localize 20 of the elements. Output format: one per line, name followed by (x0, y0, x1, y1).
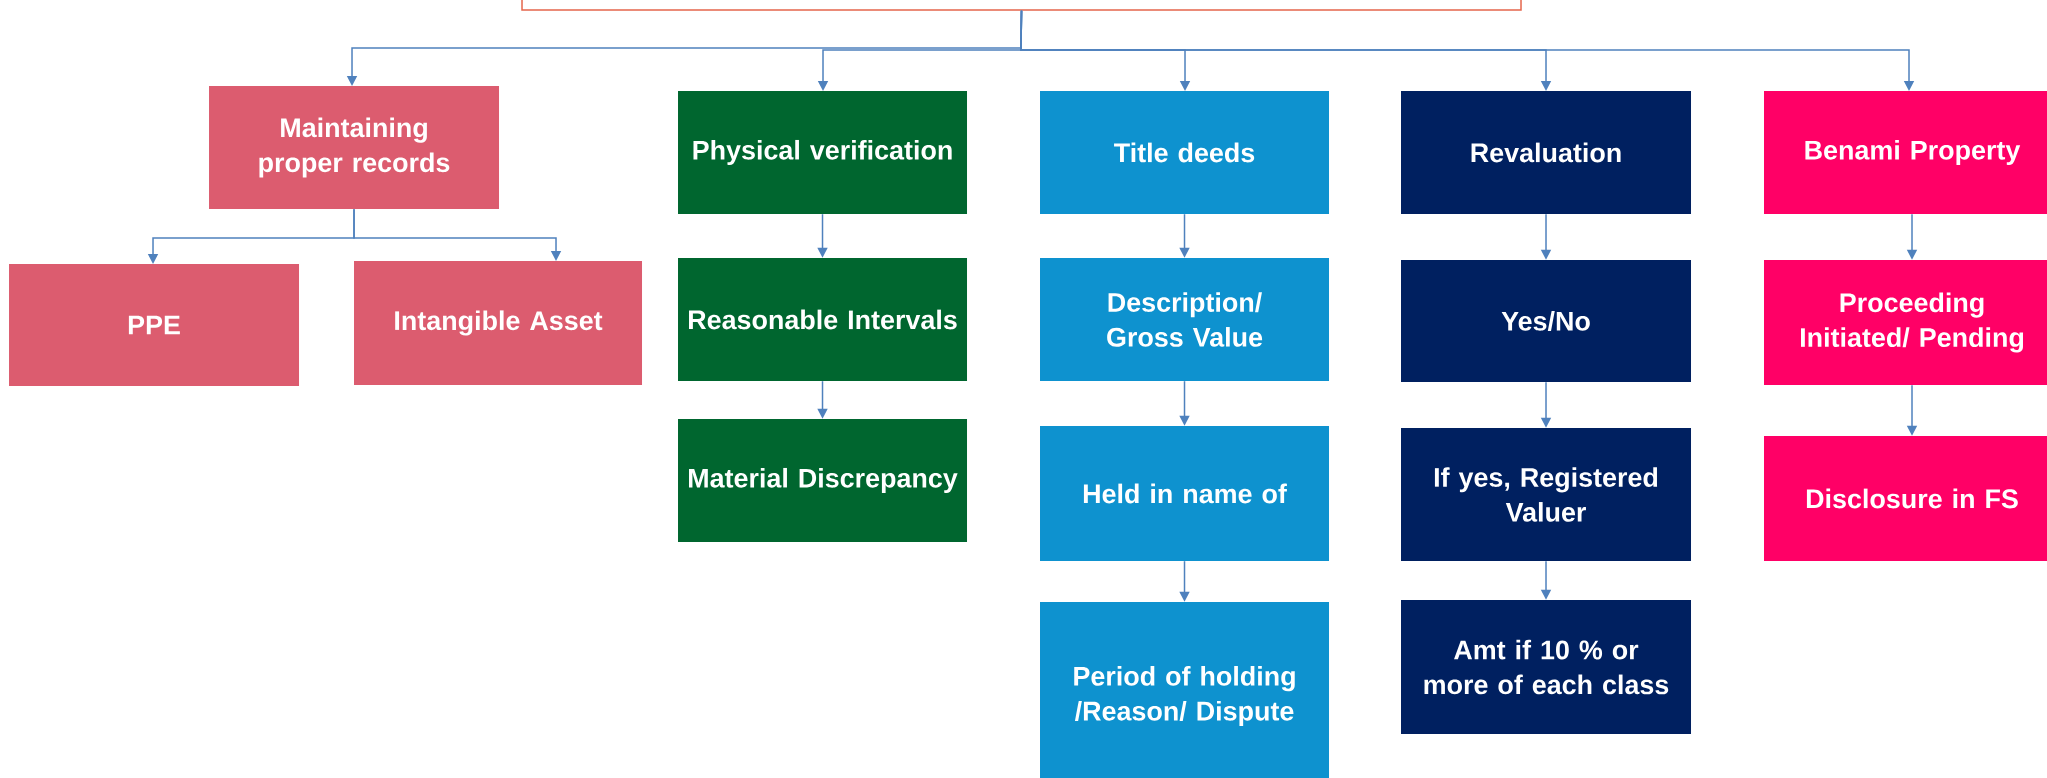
process-box: Period of holding /Reason/ Dispute (1040, 602, 1329, 778)
process-box: Material Discrepancy (678, 419, 967, 542)
process-box: If yes, Registered Valuer (1401, 428, 1691, 561)
arrow (353, 208, 562, 261)
process-box: Revaluation (1401, 91, 1691, 214)
process-box: Title deeds (1040, 91, 1329, 214)
process-box: Disclosure in FS (1764, 436, 2047, 561)
process-box: Held in name of (1040, 426, 1329, 561)
process-box: Amt if 10 % or more of each class (1401, 600, 1691, 734)
process-box: PPE (9, 264, 299, 386)
process-box: Description/ Gross Value (1040, 258, 1329, 381)
process-box: Yes/No (1401, 260, 1691, 382)
process-box: Benami Property (1764, 91, 2047, 214)
process-box: Physical verification (678, 91, 967, 214)
process-box: Maintaining proper records (209, 86, 499, 209)
process-box: Proceeding Initiated/ Pending (1764, 260, 2047, 385)
process-box: Intangible Asset (354, 261, 642, 385)
process-box: Reasonable Intervals (678, 258, 967, 381)
process-box (521, 0, 1522, 11)
arrow (1020, 10, 1915, 91)
